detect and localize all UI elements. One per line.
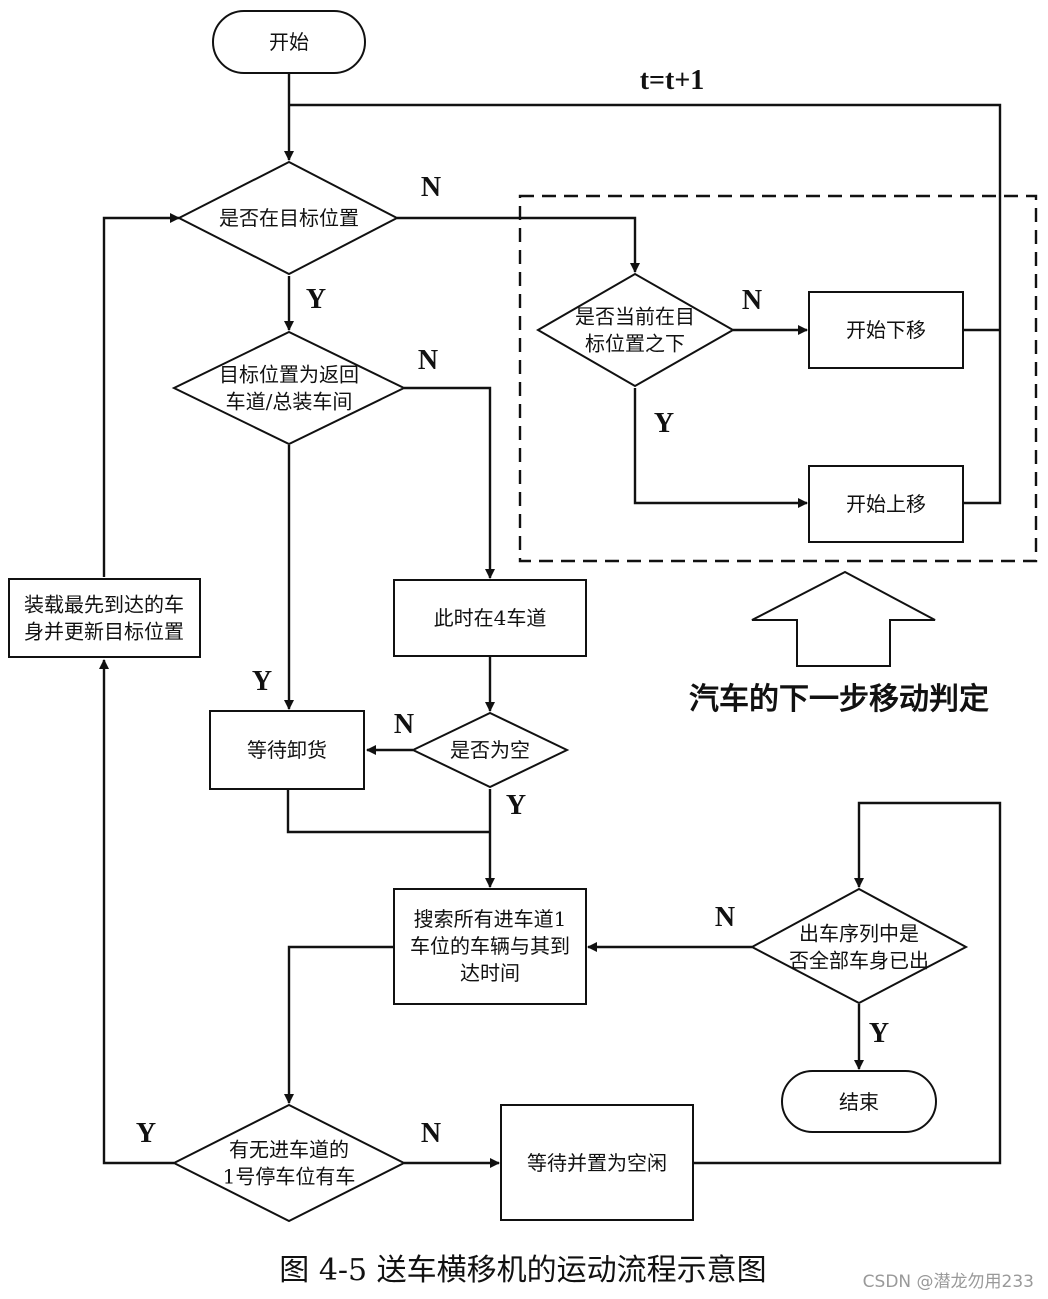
label-yes-return-lane: Y [252, 666, 272, 697]
all-out-label: 出车序列中是否全部车身已出 [789, 922, 929, 973]
label-no-is-target: N [421, 172, 441, 203]
region-label: 汽车的下一步移动判定 [689, 682, 989, 717]
decision-all-out: 出车序列中是否全部车身已出 [749, 887, 969, 1005]
move-down-label: 开始下移 [846, 318, 926, 342]
edge-loop-back [289, 103, 1002, 330]
wait-idle-label: 等待并置为空闲 [527, 1151, 667, 1175]
has-car-line: 有无进车道的 [229, 1138, 349, 1162]
decision-is-target: 是否在目标位置 [176, 160, 400, 276]
search-label: 搜索所有进车道1 车位的车辆与其到达时间 [410, 907, 570, 985]
edge-move-up-to-loop [963, 330, 1002, 505]
search-box: 搜索所有进车道1 车位的车辆与其到达时间 [393, 888, 587, 1005]
is-target-label: 是否在目标位置 [219, 206, 359, 230]
edge-idle-to-allout [693, 801, 1002, 1165]
has-car-line: 1号停车位有车 [223, 1165, 356, 1189]
is-empty-line: 是否为空 [450, 738, 530, 762]
label-no-below-target: N [742, 285, 762, 316]
decision-below-target: 是否当前在目标位置之下 [535, 272, 736, 388]
move-up-label: 开始上移 [846, 492, 926, 516]
move-down-box: 开始下移 [808, 291, 964, 369]
edge-load-to-check [102, 213, 180, 577]
lane4-box: 此时在4车道 [393, 579, 587, 657]
decision-return-lane: 目标位置为返回车道/总装车间 [171, 330, 407, 446]
end-line: 结束 [839, 1090, 879, 1114]
edge-check-no [397, 216, 640, 273]
label-yes-is-empty: Y [506, 790, 526, 821]
end-label: 结束 [839, 1090, 879, 1114]
label-yes-all-out: Y [869, 1018, 889, 1049]
loop-label: t=t+1 [640, 65, 705, 96]
lane4-label: 此时在4车道 [434, 606, 547, 630]
wait-unload-line: 等待卸货 [247, 738, 327, 762]
move-down-line: 开始下移 [846, 318, 926, 342]
below-target-label: 是否当前在目标位置之下 [575, 305, 695, 356]
wait-unload-label: 等待卸货 [247, 738, 327, 762]
return-lane-label: 目标位置为返回车道/总装车间 [219, 363, 359, 414]
figure-caption: 图 4-5 送车横移机的运动流程示意图 [279, 1253, 766, 1288]
label-no-return-lane: N [418, 345, 438, 376]
return-lane-line: 车道/总装车间 [226, 390, 353, 414]
edge-unload-merge [286, 789, 490, 834]
label-no-is-empty: N [394, 709, 414, 740]
has-car-label: 有无进车道的 1号停车位有车 [223, 1138, 356, 1189]
wait-idle-box: 等待并置为空闲 [500, 1104, 694, 1221]
edge-search-to-hascar [284, 945, 394, 1104]
label-yes-below-target: Y [654, 408, 674, 439]
edges [99, 73, 1002, 1168]
is-target-line: 是否在目标位置 [219, 206, 359, 230]
start-label: 开始 [269, 30, 309, 54]
load-car-line: 装载最先到达的车 [24, 593, 184, 617]
watermark: CSDN @潜龙勿用233 [863, 1272, 1034, 1292]
label-no-has-car: N [421, 1118, 441, 1149]
all-out-line: 出车序列中是 [799, 922, 919, 946]
return-lane-line: 目标位置为返回 [219, 363, 359, 387]
move-up-box: 开始上移 [808, 465, 964, 543]
hollow-up-arrow-icon [751, 570, 936, 667]
move-up-line: 开始上移 [846, 492, 926, 516]
is-empty-label: 是否为空 [450, 738, 530, 762]
decision-has-car: 有无进车道的 1号停车位有车 [171, 1103, 407, 1223]
edge-hascar-yes [99, 659, 174, 1165]
wait-unload-box: 等待卸货 [209, 710, 365, 790]
label-no-all-out: N [715, 902, 735, 933]
wait-idle-line: 等待并置为空闲 [527, 1151, 667, 1175]
search-line: 车位的车辆与其到 [410, 934, 570, 958]
below-target-line: 是否当前在目 [575, 305, 695, 329]
end-node: 结束 [781, 1070, 937, 1133]
lane4-line: 此时在4车道 [434, 606, 547, 630]
label-yes-has-car: Y [136, 1118, 156, 1149]
search-line: 达时间 [460, 961, 520, 985]
load-car-label: 装载最先到达的车身并更新目标位置 [24, 593, 184, 644]
decision-is-empty: 是否为空 [410, 711, 570, 789]
start-line: 开始 [269, 30, 309, 54]
load-car-line: 身并更新目标位置 [24, 620, 184, 644]
label-yes-is-target: Y [306, 284, 326, 315]
all-out-line: 否全部车身已出 [789, 949, 929, 973]
below-target-line: 标位置之下 [585, 332, 685, 356]
edge-below-yes [633, 388, 808, 508]
load-car-box: 装载最先到达的车身并更新目标位置 [8, 578, 201, 658]
edge-return-no [404, 386, 495, 579]
search-line: 搜索所有进车道1 [414, 907, 567, 931]
start-node: 开始 [212, 10, 366, 74]
